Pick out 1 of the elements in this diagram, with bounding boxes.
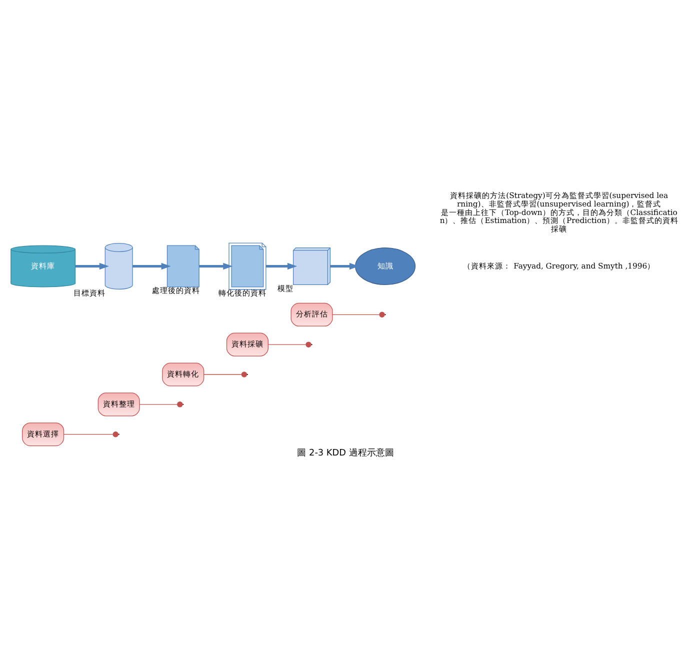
caption: 圖 2-3 KDD 過程示意圖	[297, 448, 394, 458]
